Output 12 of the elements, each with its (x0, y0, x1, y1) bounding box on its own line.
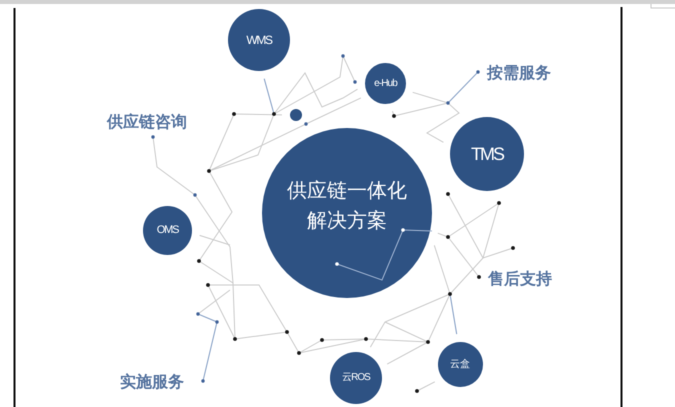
circle-node: WMS (228, 9, 290, 71)
service-label: 实施服务 (120, 373, 184, 391)
circle-node: 云ROS (330, 352, 382, 404)
circle-node: TMS (450, 117, 524, 191)
circle-node: OMS (143, 206, 192, 254)
circle-node: 云盒 (438, 342, 482, 387)
circle-node: 供应链一体化解决方案 (262, 128, 432, 298)
service-label: 供应链咨询 (107, 113, 187, 131)
service-label: 按需服务 (487, 64, 551, 82)
service-label: 售后支持 (488, 270, 552, 288)
circle-node: e-Hub (365, 63, 406, 104)
dot-node (290, 109, 302, 121)
